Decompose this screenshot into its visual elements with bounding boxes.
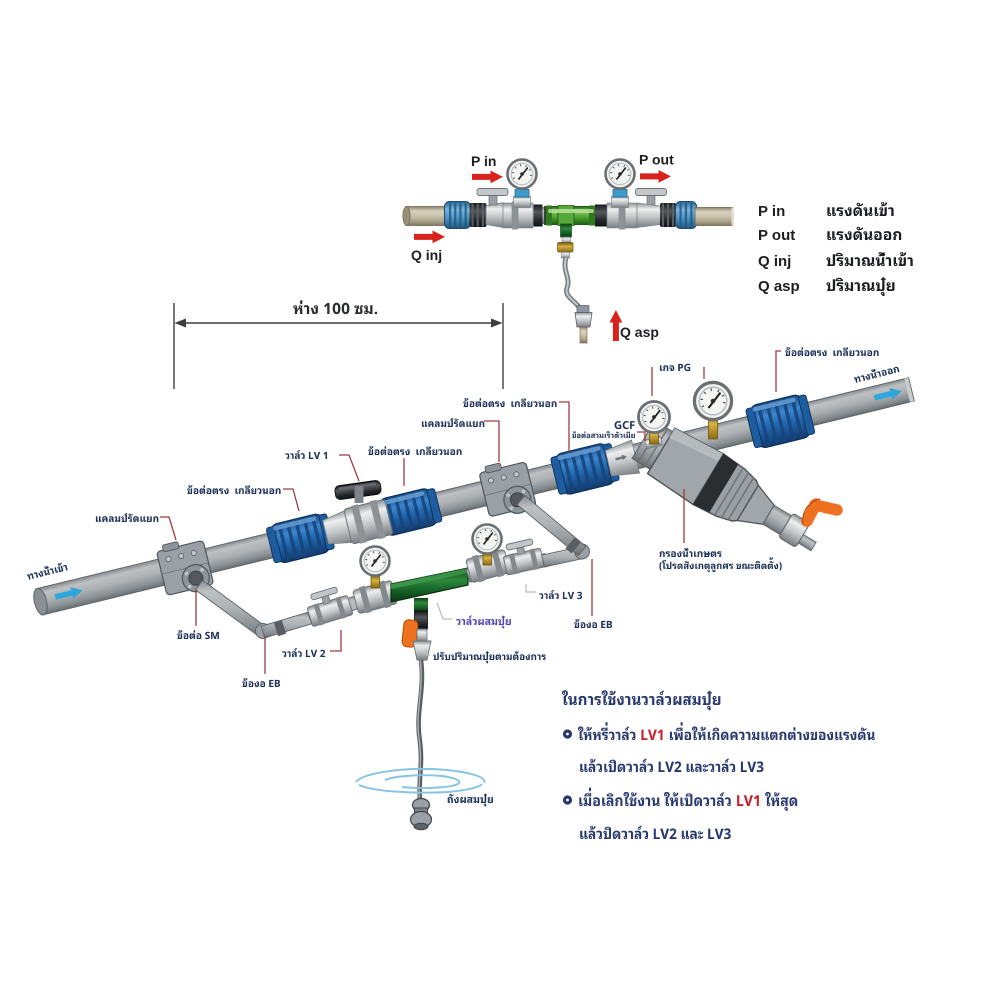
svg-text:P out: P out [758, 227, 795, 244]
svg-text:P in: P in [758, 203, 785, 220]
svg-text:P in: P in [471, 153, 496, 169]
svg-text:Q inj: Q inj [758, 253, 791, 270]
svg-text:Q inj: Q inj [411, 247, 442, 263]
svg-text:P out: P out [639, 152, 674, 168]
svg-text:Q asp: Q asp [620, 324, 659, 340]
svg-text:Q asp: Q asp [758, 278, 800, 295]
